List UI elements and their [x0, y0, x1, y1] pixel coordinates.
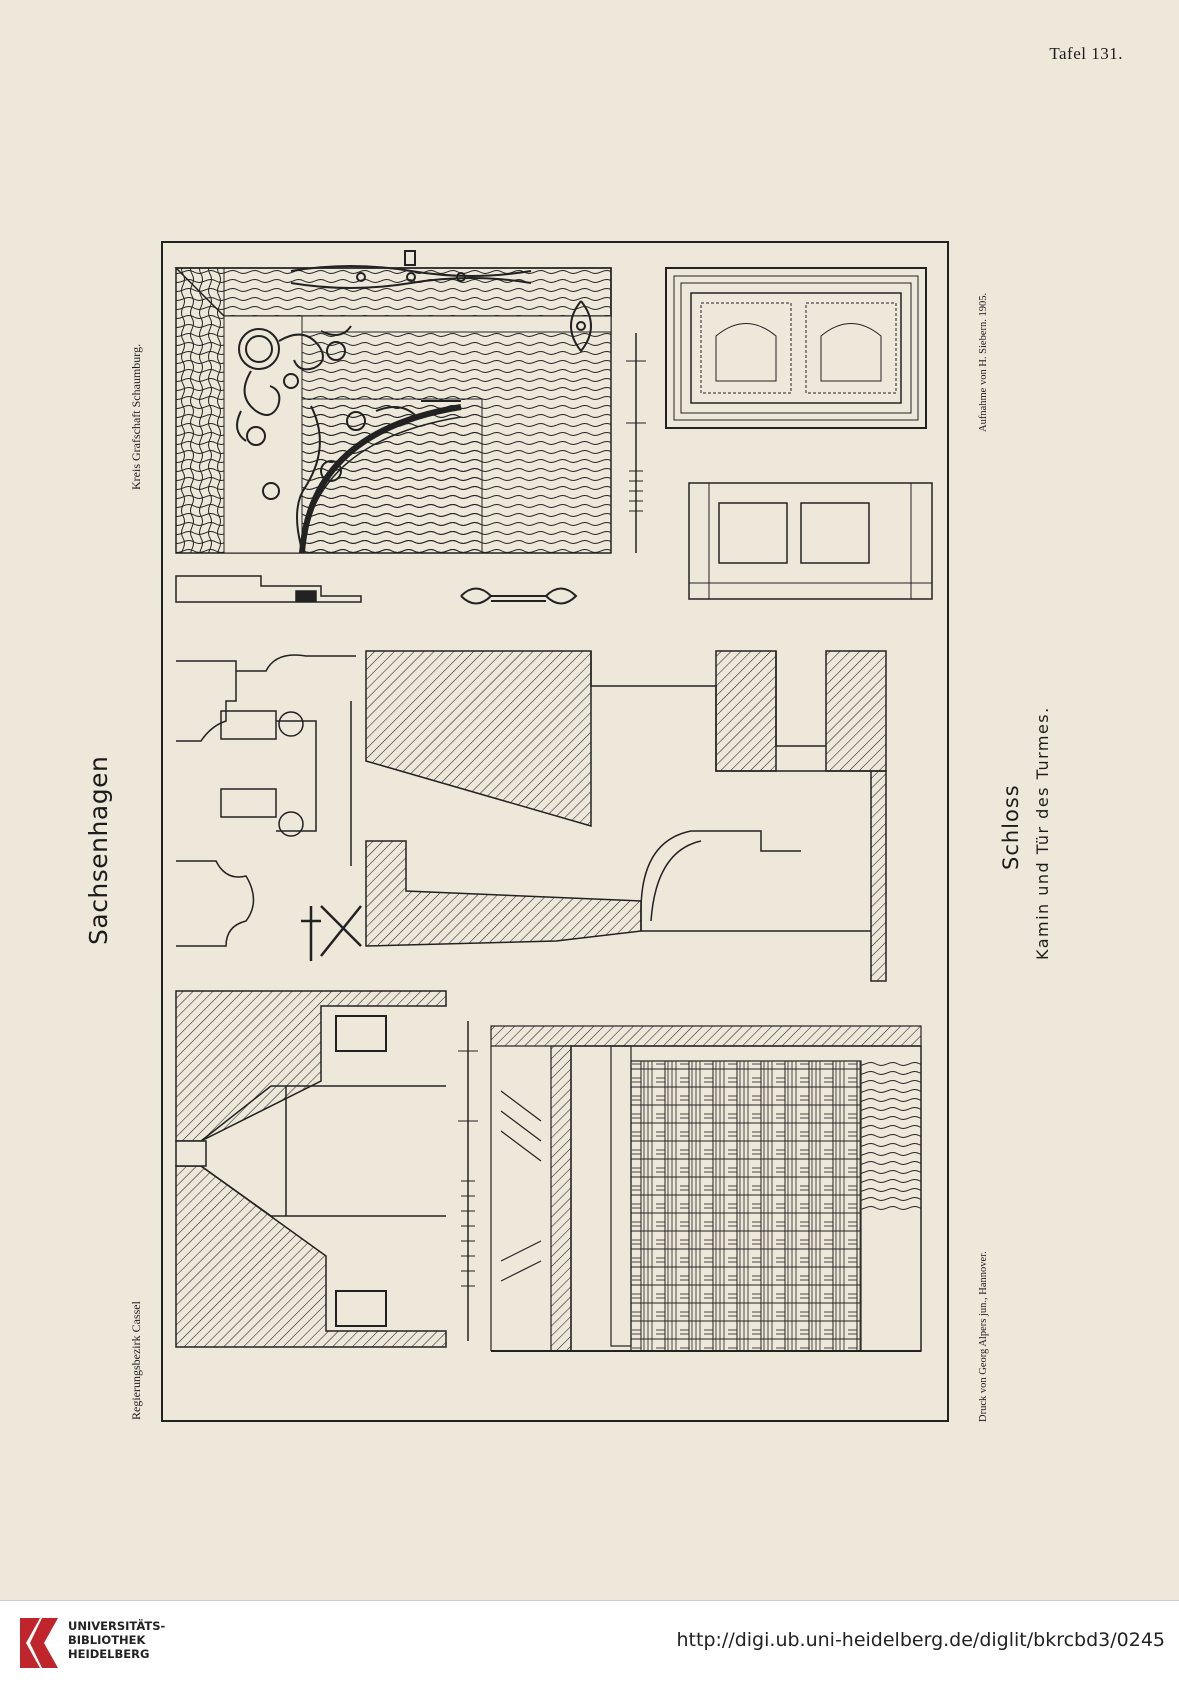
profile-section — [175, 575, 362, 603]
fireplace-elevation — [490, 1025, 922, 1352]
caption-subtitle: Kamin und Tür des Turmes. — [1033, 706, 1052, 960]
door-plan — [688, 482, 933, 600]
side-hinge-ornament — [570, 300, 592, 353]
bracket-ornament-inner — [296, 400, 461, 547]
top-hinge-ornament — [290, 250, 532, 289]
library-line2: BIBLIOTHEK — [68, 1633, 146, 1647]
university-logo-icon — [20, 1618, 58, 1668]
survey-credit: Aufnahme von H. Siebern. 1905. — [978, 292, 989, 432]
fireplace-hood-section — [175, 990, 447, 1348]
corner-bracket-ornament — [236, 325, 352, 500]
library-line3: HEIDELBERG — [68, 1647, 150, 1661]
footer-bar: UNIVERSITÄTS- BIBLIOTHEK HEIDELBERG http… — [0, 1600, 1179, 1684]
architectural-drawing — [174, 250, 933, 1352]
door-elevation — [665, 267, 927, 429]
plate-number: Tafel 131. — [1049, 44, 1123, 63]
printer-credit: Druck von Georg Alpers jun., Hannover. — [978, 1251, 989, 1422]
caption-title: Schloss — [999, 784, 1023, 870]
region-label: Regierungsbezirk Cassel — [129, 1301, 143, 1420]
scale-bar-lower — [458, 1021, 478, 1341]
fireplace-plan-section — [365, 650, 887, 982]
library-name: UNIVERSITÄTS- BIBLIOTHEK HEIDELBERG — [68, 1619, 165, 1661]
molding-profiles — [176, 654, 356, 947]
library-line1: UNIVERSITÄTS- — [68, 1619, 166, 1633]
plate-frame — [161, 241, 949, 1422]
district-label: Kreis Grafschaft Schaumburg. — [129, 343, 143, 490]
scale-bar-upper — [626, 333, 646, 553]
door-handle — [460, 587, 578, 605]
door-frame-detail — [174, 250, 612, 554]
mason-mark — [301, 905, 362, 961]
source-url-link[interactable]: http://digi.ub.uni-heidelberg.de/diglit/… — [676, 1629, 1165, 1651]
place-title: Sachsenhagen — [84, 755, 113, 945]
plate-page: Tafel 131. Sachsenhagen Kreis Grafschaft… — [84, 44, 1123, 1422]
